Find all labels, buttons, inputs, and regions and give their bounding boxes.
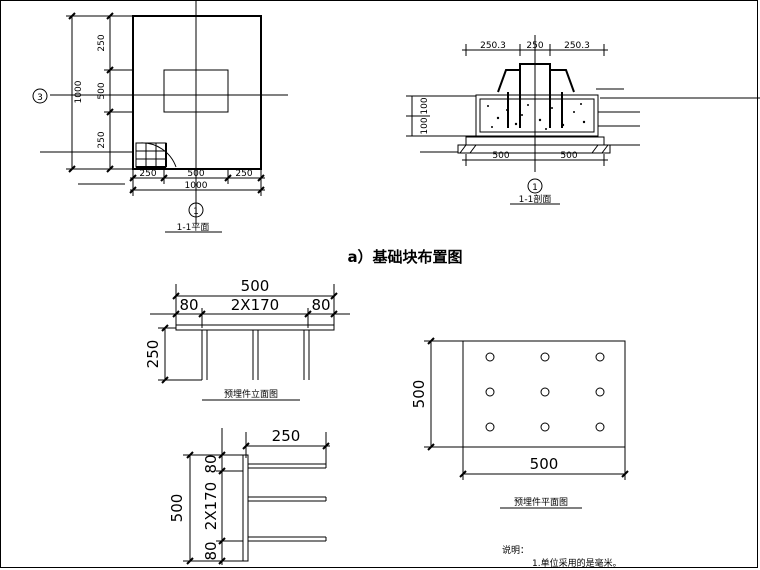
plan-left-dim-2: 500 (97, 82, 107, 99)
plan-axis-marker (188, 202, 204, 218)
notes-line-1: 1.单位采用的是毫米。 (532, 557, 622, 569)
elevation-caption: 预埋件立面图 (224, 388, 278, 400)
plate-hole (595, 422, 605, 432)
plan-bottom-dim-1: 250 (139, 169, 156, 179)
plate-width: 500 (530, 455, 559, 473)
embed-side-elevation: 250 500 80 2X170 80 (168, 427, 330, 565)
side-top-margin: 80 (202, 454, 220, 473)
section-view: 250.3 250 250.3 (406, 35, 760, 205)
section-aggregate (487, 103, 586, 130)
section-hatch (459, 144, 609, 154)
plan-outline (132, 15, 262, 170)
plate-outline (462, 340, 626, 448)
plate-hole (540, 422, 550, 432)
plan-bottom-dim-3: 250 (235, 169, 252, 179)
section-axis-marker (527, 178, 543, 194)
side-bottom-margin: 80 (202, 541, 220, 560)
section-top-dim-1: 250.3 (480, 41, 506, 51)
plate-hole (540, 387, 550, 397)
plan-corner-detail (135, 142, 177, 168)
embed-elevation: 500 80 2X170 80 250 预埋件立面图 (144, 277, 350, 401)
plan-left-dim-1: 250 (97, 34, 107, 51)
plan-caption: 1-1平面 (177, 222, 210, 233)
plate-hole (540, 352, 550, 362)
side-total: 500 (168, 494, 186, 523)
side-plate (242, 454, 249, 562)
embed-plan: 500 500 预埋件平面图 (410, 337, 629, 509)
side-depth: 250 (272, 427, 301, 445)
section-bottom-dim-2: 500 (560, 151, 577, 161)
section-foundation-slab (457, 144, 611, 154)
section-concrete-block (475, 94, 599, 137)
section-callouts (420, 88, 760, 153)
section-left-dim-1: 100 (420, 97, 430, 114)
plan-left-dimension: 250 500 250 1000 (66, 12, 133, 173)
main-caption: a）基础块布置图 (347, 248, 462, 266)
section-top-dim-3: 250.3 (564, 41, 590, 51)
plan-left-total: 1000 (74, 80, 84, 103)
notes: 说明： 1.单位采用的是毫米。 (502, 544, 622, 569)
notes-title: 说明： (502, 544, 529, 556)
plate-holes (485, 352, 605, 432)
section-caption: 1-1剖面 (519, 193, 552, 205)
plan-view: 250 500 250 1000 3 250 500 250 1000 (32, 0, 288, 233)
elevation-spacing: 2X170 (231, 296, 279, 314)
plate-caption: 预埋件平面图 (514, 496, 568, 508)
elevation-height: 250 (144, 340, 162, 369)
elevation-right-margin: 80 (311, 296, 330, 314)
plate-hole (485, 422, 495, 432)
plan-bottom-dim-2: 500 (187, 169, 204, 179)
plate-hole (595, 352, 605, 362)
side-spacing: 2X170 (202, 482, 220, 530)
plan-axis-number: 1 (193, 207, 199, 217)
plate-hole (485, 352, 495, 362)
elevation-total-width: 500 (241, 277, 270, 295)
elevation-left-margin: 80 (179, 296, 198, 314)
plate-height: 500 (410, 380, 428, 409)
section-bottom-dim-1: 500 (492, 151, 509, 161)
elevation-plate (175, 324, 335, 331)
section-axis-number: 1 (532, 183, 538, 193)
plan-bottom-total: 1000 (185, 181, 208, 191)
plan-left-axis-marker (32, 88, 48, 104)
plan-bottom-dimension: 250 500 250 1000 (129, 169, 265, 196)
plate-hole (595, 387, 605, 397)
plan-left-axis-number: 3 (37, 93, 43, 103)
plan-left-dim-3: 250 (97, 131, 107, 148)
section-left-dim-2: 100 (420, 117, 430, 134)
plate-hole (485, 387, 495, 397)
section-pedestal (497, 63, 575, 93)
